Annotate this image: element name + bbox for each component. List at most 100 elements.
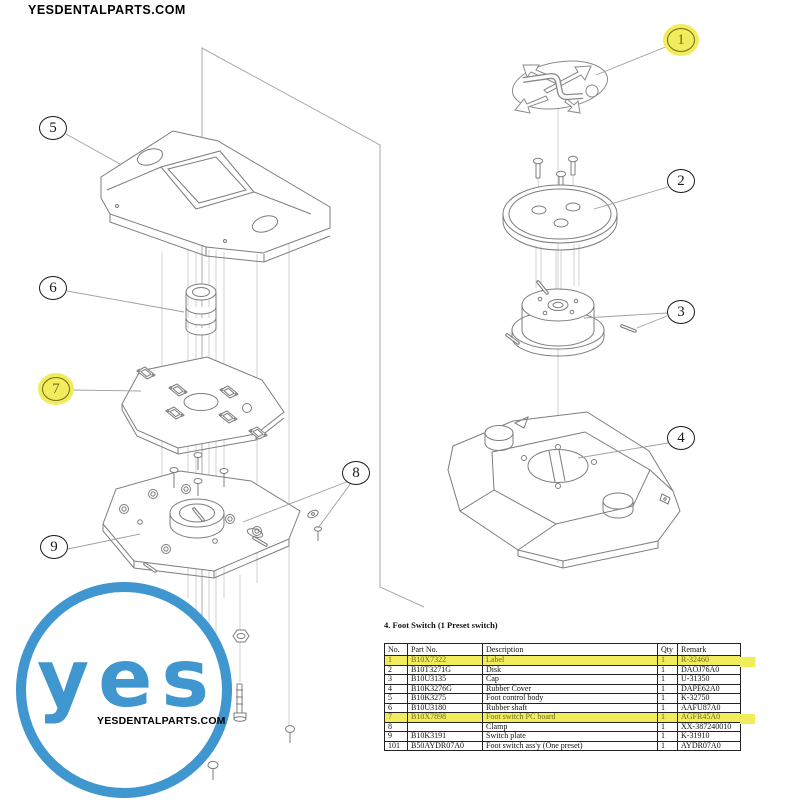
callout-1-label: 1 — [667, 28, 695, 52]
table-cell-qty: 1 — [657, 683, 678, 694]
table-cell-description: Foot switch ass'y (One preset) — [482, 740, 658, 751]
table-cell-remark: K-31910 — [677, 731, 741, 742]
part-2-disk — [502, 184, 618, 251]
table-cell-description: Rubber shaft — [482, 702, 658, 713]
table-cell-qty: 1 — [657, 664, 678, 675]
table-cell-description: Foot switch PC board — [482, 712, 658, 723]
callout-number: 7 — [52, 380, 60, 397]
table-cell-qty: 1 — [657, 740, 678, 751]
table-cell-remark: AGFR45A0 — [677, 712, 741, 723]
table-cell-qty: 1 — [657, 693, 678, 704]
table-cell-description: Disk — [482, 664, 658, 675]
table-column-header: Description — [482, 643, 658, 656]
callout-5-foot-control-body: 5 — [39, 116, 67, 140]
callout-number: 6 — [49, 279, 57, 296]
row-highlight-overshoot — [740, 657, 755, 667]
callout-number: 2 — [677, 172, 685, 189]
table-cell-qty: 1 — [657, 731, 678, 742]
table-cell-no: 5 — [384, 693, 408, 704]
table-column-header: Remark — [677, 643, 741, 656]
part-6-rubber-shaft — [185, 283, 217, 336]
table-cell-description: Foot control body — [482, 693, 658, 704]
row-highlight-overshoot — [740, 714, 755, 724]
parts-table-title: 4. Foot Switch (1 Preset switch) — [384, 620, 498, 630]
label-arrows-icon — [514, 64, 599, 114]
table-cell-no: 2 — [384, 664, 408, 675]
part-5-foot-control-body — [100, 130, 331, 263]
table-cell-no: 9 — [384, 731, 408, 742]
table-cell-part_no: B10K3276G — [407, 683, 483, 694]
table-cell-remark: XX-387240010 — [677, 721, 741, 732]
table-cell-remark: K-32750 — [677, 693, 741, 704]
table-cell-description: Rubber Cover — [482, 683, 658, 694]
yes-logo-site-text: YESDENTALPARTS.COM — [97, 715, 226, 727]
table-cell-remark: U-31350 — [677, 674, 741, 685]
part-4-rubber-cover — [447, 411, 681, 569]
table-column-header: No. — [384, 643, 408, 656]
callout-number: 4 — [677, 429, 685, 446]
table-cell-qty: 1 — [657, 702, 678, 713]
table-cell-part_no: B10K3275 — [407, 693, 483, 704]
table-column-header: Part No. — [407, 643, 483, 656]
table-cell-remark: R-32460 — [677, 655, 741, 666]
table-cell-part_no: B10T3271G — [407, 664, 483, 675]
callout-number: 3 — [677, 303, 685, 320]
table-cell-qty: 1 — [657, 655, 678, 666]
table-cell-remark: DAOJ76A0 — [677, 664, 741, 675]
yes-wordmark: yes — [37, 632, 218, 725]
table-cell-no: 8 — [384, 721, 408, 732]
table-cell-part_no: B10X7322 — [407, 655, 483, 666]
callout-number: 9 — [50, 538, 58, 555]
table-cell-no: 7 — [384, 712, 408, 723]
table-cell-qty: 1 — [657, 712, 678, 723]
table-cell-qty: 1 — [657, 721, 678, 732]
callout-2-disk: 2 — [667, 169, 695, 193]
table-cell-description: Switch plate — [482, 731, 658, 742]
table-cell-remark: AYDR07A0 — [677, 740, 741, 751]
part-1-label — [511, 60, 609, 114]
yes-logo: yes YESDENTALPARTS.COM — [13, 581, 237, 800]
table-cell-remark: DAPE62A0 — [677, 683, 741, 694]
part-9-switch-plate — [102, 452, 301, 579]
table-cell-no: 3 — [384, 674, 408, 685]
bottom-screws — [207, 629, 295, 780]
table-cell-description: Cap — [482, 674, 658, 685]
callout-number: 1 — [677, 31, 685, 48]
table-cell-no: 6 — [384, 702, 408, 713]
table-cell-no: 1 — [384, 655, 408, 666]
callout-4-rubber-cover: 4 — [667, 426, 695, 450]
table-cell-part_no: B10K3191 — [407, 731, 483, 742]
site-watermark-top: YESDENTALPARTS.COM — [28, 3, 186, 17]
callout-7-pc-board: 7 — [42, 377, 70, 401]
table-cell-no: 4 — [384, 683, 408, 694]
yes-logo-ring: yes — [16, 582, 232, 798]
table-cell-description: Clamp — [482, 721, 658, 732]
callout-6-rubber-shaft: 6 — [39, 276, 67, 300]
part-3-cap — [505, 280, 637, 357]
table-cell-part_no: B10X7898 — [407, 712, 483, 723]
callout-number: 8 — [352, 464, 360, 481]
callout-3-cap: 3 — [667, 300, 695, 324]
callout-9-switch-plate: 9 — [40, 535, 68, 559]
table-cell-part_no: B10U3135 — [407, 674, 483, 685]
callout-number: 5 — [49, 119, 57, 136]
table-cell-part_no: B50AYDR07A0 — [407, 740, 483, 751]
leader-lines — [65, 45, 669, 550]
part-8-clamp — [307, 509, 322, 541]
table-cell-no: 101 — [384, 740, 408, 751]
callout-8-clamp: 8 — [342, 461, 370, 485]
